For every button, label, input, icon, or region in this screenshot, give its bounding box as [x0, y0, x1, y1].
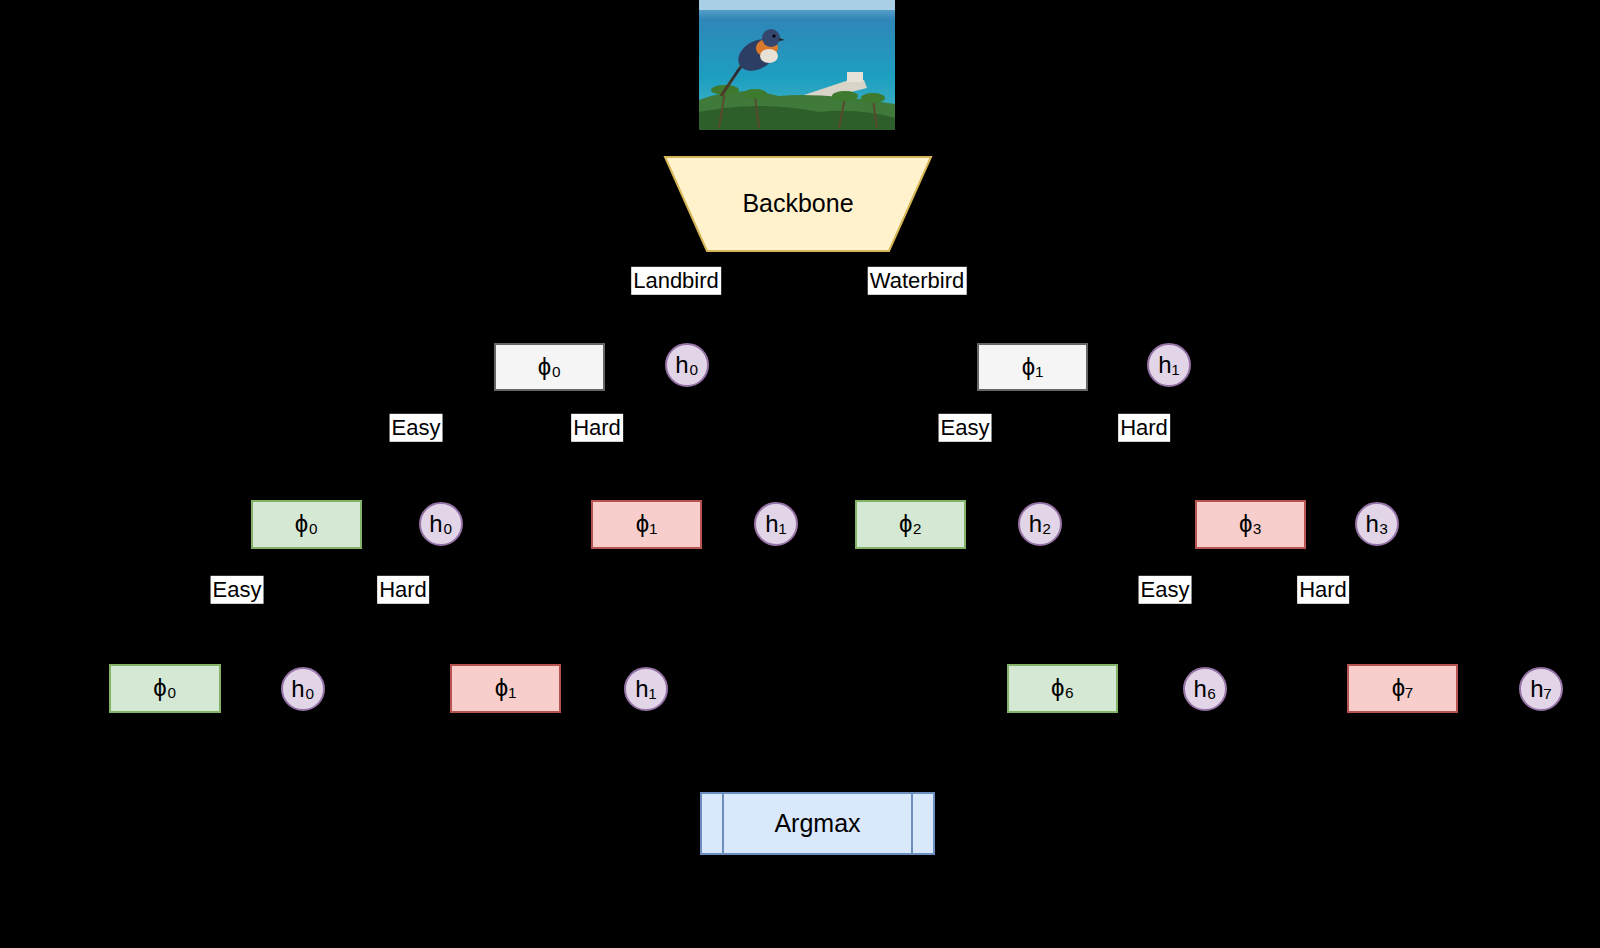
easy-feature-box: ϕ₀ — [109, 664, 221, 713]
head-circle: h₁ — [754, 502, 798, 546]
head-label: h₀ — [291, 676, 314, 702]
branch-label: Easy — [1139, 576, 1192, 604]
feature-box: ϕ₁ — [977, 343, 1088, 391]
argmax-box: Argmax — [700, 792, 935, 855]
branch-label: Hard — [571, 414, 623, 442]
hard-feature-box: ϕ₁ — [591, 500, 702, 549]
hard-feature-box: ϕ₇ — [1347, 664, 1458, 713]
head-label: h₀ — [675, 352, 698, 378]
easy-feature-box: ϕ₂ — [855, 500, 966, 549]
head-circle: h₇ — [1519, 667, 1563, 711]
head-circle: h₃ — [1355, 502, 1399, 546]
head-label: h₁ — [635, 676, 656, 702]
hard-feature-box: ϕ₁ — [450, 664, 561, 713]
branch-label: Waterbird — [868, 267, 967, 295]
head-circle: h₀ — [281, 667, 325, 711]
head-circle: h₁ — [1147, 343, 1191, 387]
feature-box: ϕ₀ — [494, 343, 605, 391]
node-label: ϕ₇ — [1392, 675, 1414, 701]
branch-label: Hard — [377, 576, 429, 604]
head-label: h₂ — [1029, 511, 1052, 537]
branch-label: Easy — [211, 576, 264, 604]
node-label: ϕ₂ — [899, 511, 922, 537]
head-label: h₀ — [429, 511, 452, 537]
node-label: Argmax — [774, 810, 860, 838]
node-label: ϕ₀ — [538, 354, 561, 380]
backbone-trapezoid: Backbone — [664, 156, 932, 252]
input-photo — [699, 0, 895, 130]
branch-label: Easy — [939, 414, 992, 442]
node-label: ϕ₀ — [153, 675, 176, 701]
node-label: ϕ₁ — [495, 675, 517, 701]
node-label: ϕ₃ — [1239, 511, 1262, 537]
head-circle: h₂ — [1018, 502, 1062, 546]
node-label: ϕ₁ — [1022, 354, 1044, 380]
branch-label: Landbird — [631, 267, 721, 295]
branch-label: Hard — [1118, 414, 1170, 442]
branch-label: Hard — [1297, 576, 1349, 604]
head-circle: h₀ — [665, 343, 709, 387]
head-circle: h₆ — [1183, 667, 1227, 711]
head-circle: h₁ — [624, 667, 668, 711]
node-label: ϕ₁ — [636, 511, 658, 537]
easy-feature-box: ϕ₀ — [251, 500, 362, 549]
node-label: ϕ₀ — [295, 511, 318, 537]
node-label: ϕ₆ — [1051, 675, 1074, 701]
head-label: h₇ — [1530, 676, 1552, 702]
head-label: h₁ — [1158, 352, 1179, 378]
node-label: Backbone — [742, 190, 853, 218]
branch-label: Easy — [390, 414, 443, 442]
head-label: h₆ — [1193, 676, 1216, 702]
head-label: h₁ — [765, 511, 786, 537]
head-label: h₃ — [1365, 511, 1388, 537]
hard-feature-box: ϕ₃ — [1195, 500, 1306, 549]
head-circle: h₀ — [419, 502, 463, 546]
easy-feature-box: ϕ₆ — [1007, 664, 1118, 713]
